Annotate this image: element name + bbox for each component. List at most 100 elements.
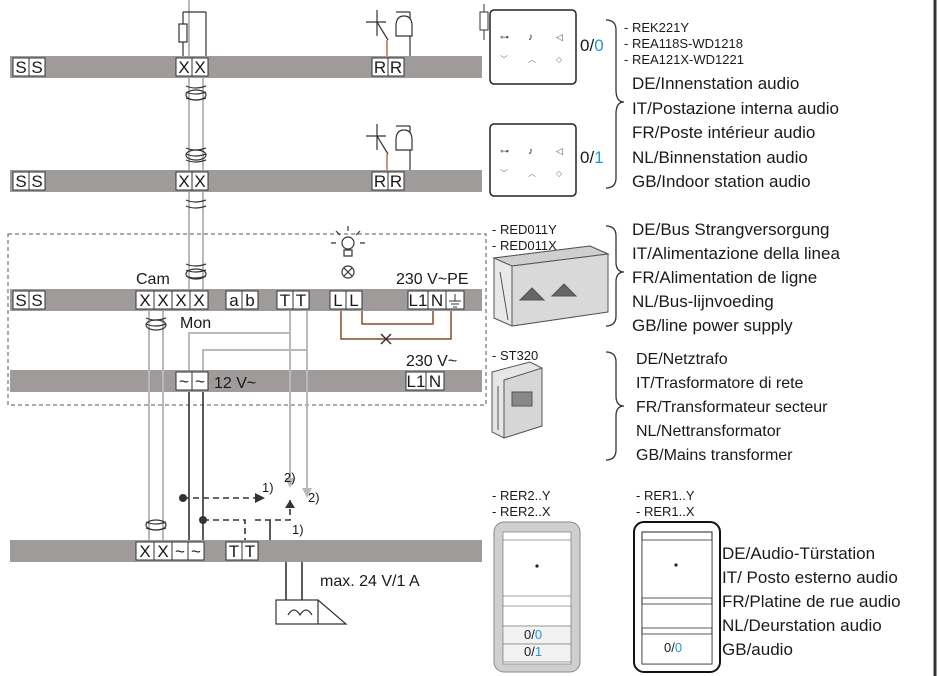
terminal-label-rail1-x1: X	[178, 58, 189, 77]
earth-terminal	[445, 290, 465, 310]
transformer-desc-gb: GB/Mains transformer	[636, 447, 793, 464]
door-desc-de: DE/Audio-Türstation	[722, 544, 876, 563]
terminal-label-rail5-x2: X	[157, 542, 168, 561]
label-12v: 12 V~	[214, 375, 256, 392]
terminal-rail1-s2	[28, 57, 46, 77]
svg-text:◇: ◇	[556, 169, 563, 178]
terminal-label-rail4-n: N	[429, 372, 441, 391]
door-desc-it: IT/ Posto esterno audio	[722, 568, 898, 587]
terminal-rail3-b	[241, 290, 259, 310]
terminal-label-rail3-a: a	[229, 291, 239, 310]
note-2-upper: 2)	[284, 470, 296, 485]
door-desc-list: DE/Audio-Türstation IT/ Posto esterno au…	[722, 542, 901, 662]
bell-push-1	[366, 10, 413, 56]
svg-text:⊶: ⊶	[500, 32, 509, 42]
supply-wiring	[188, 311, 308, 488]
bracket-indoor	[605, 19, 625, 189]
door-station-2-icon	[493, 521, 581, 673]
junction-dots	[179, 494, 207, 524]
door-address-right: 0/0	[664, 640, 683, 655]
terminal-label-rail3-line: L1	[409, 291, 428, 310]
door-desc-nl: NL/Deurstation audio	[722, 616, 882, 635]
indoor-station-1-icon: ⊶ ♪ ◁ ﹀ ︿ ◇	[479, 4, 577, 85]
svg-text:⊶: ⊶	[500, 146, 509, 156]
terminal-rail4-n	[425, 371, 445, 391]
terminal-label-rail3-b: b	[245, 291, 254, 310]
terminal-label-rail1-s2: S	[31, 58, 42, 77]
transformer-desc-list: DE/Netztrafo IT/Trasformatore di rete FR…	[636, 348, 827, 468]
transformer-desc-de: DE/Netztrafo	[636, 351, 728, 368]
bracket-power	[605, 225, 625, 327]
resistor-symbol	[178, 11, 207, 56]
terminal-label-rail5-x1: X	[139, 542, 150, 561]
label-max-current: max. 24 V/1 A	[320, 573, 420, 590]
indoor-desc-gb: GB/Indoor station audio	[632, 172, 811, 191]
terminal-rail3-t2	[292, 290, 310, 310]
cable-twists	[145, 85, 207, 531]
svg-text:◁: ◁	[556, 146, 563, 156]
bus-rail-transformer	[10, 370, 482, 392]
terminal-label-rail3-x2: X	[157, 291, 168, 310]
door-address-left-2: 0/1	[524, 644, 543, 659]
svg-text:︿: ︿	[528, 55, 536, 64]
power-desc-fr: FR/Alimentation de ligne	[632, 268, 818, 287]
bus-rail-indoor-1	[10, 56, 482, 78]
indoor-address-1: 0/0	[580, 36, 604, 55]
power-desc-gb: GB/line power supply	[632, 316, 793, 335]
note-1-upper: 1)	[262, 480, 274, 495]
indoor-model-2: - REA118S-WD1218	[624, 36, 743, 51]
terminal-rail2-r2	[387, 171, 405, 191]
terminal-rail3-s2	[28, 290, 46, 310]
terminal-label-rail1-r2: R	[390, 58, 402, 77]
indoor-desc-nl: NL/Binnenstation audio	[632, 147, 808, 167]
terminal-label-rail1-x2: X	[194, 58, 205, 77]
power-supply-device-icon	[492, 245, 610, 327]
terminal-label-rail4-line: L1	[407, 372, 426, 391]
svg-text:﹀: ﹀	[500, 169, 508, 178]
door-opener-symbol	[275, 599, 348, 625]
terminal-label-rail3-l2: L	[349, 291, 358, 310]
svg-text:♪: ♪	[528, 32, 533, 43]
signal-wires	[183, 392, 303, 600]
label-mon: Mon	[180, 315, 211, 332]
indoor-desc-de: DE/Innenstation audio	[632, 74, 800, 93]
supply-arrows	[285, 478, 312, 498]
terminal-rail3-l2	[345, 290, 363, 310]
lamp-symbols	[331, 226, 365, 279]
indoor-model-1: - REK221Y	[624, 20, 690, 35]
terminal-label-rail1-r1: R	[374, 58, 386, 77]
indoor-desc-list: DE/Innenstation audio IT/Postazione inte…	[632, 72, 839, 195]
power-model-1: - RED011Y	[492, 222, 557, 237]
label-230v-pe: 230 V~PE	[396, 271, 469, 288]
transformer-device-icon	[491, 361, 543, 439]
door-model-right-1: - RER1..Y	[636, 488, 695, 503]
terminal-label-rail5-tilde2: ~	[191, 542, 201, 561]
terminal-label-rail4-tilde2: ~	[195, 372, 205, 391]
terminal-label-rail3-x4: X	[193, 291, 204, 310]
svg-text:◁: ◁	[556, 32, 563, 42]
transformer-desc-it: IT/Trasformatore di rete	[636, 375, 804, 392]
terminal-label-rail3-s2: S	[31, 291, 42, 310]
transformer-desc-nl: NL/Nettransformator	[636, 423, 781, 440]
terminal-label-rail3-n: N	[431, 291, 443, 310]
transformer-desc-fr: FR/Transformateur secteur	[636, 399, 828, 416]
terminal-blocks	[12, 57, 465, 561]
terminal-rail3-x4	[189, 290, 209, 310]
terminal-label-rail3-t1: T	[280, 291, 290, 310]
terminal-label-rail3-s1: S	[15, 291, 26, 310]
terminal-rail1-r2	[387, 57, 405, 77]
power-desc-list: DE/Bus Strangversorgung IT/Alimentazione…	[632, 218, 840, 338]
door-model-left-1: - RER2..Y	[492, 488, 551, 503]
terminal-label-rail4-tilde1: ~	[179, 372, 189, 391]
svg-text:﹀: ﹀	[500, 55, 508, 64]
arrow-heads	[255, 493, 295, 508]
indoor-address-2: 0/1	[580, 148, 604, 167]
terminal-label-rail3-t2: T	[296, 291, 306, 310]
svg-text:︿: ︿	[528, 169, 536, 178]
terminal-rail5-tilde2	[187, 541, 205, 561]
indoor-desc-fr: FR/Poste intérieur audio	[632, 123, 816, 142]
terminal-label-rail3-l1: L	[333, 291, 342, 310]
terminal-label-rail5-t2: T	[245, 542, 255, 561]
label-230v: 230 V~	[406, 353, 457, 370]
